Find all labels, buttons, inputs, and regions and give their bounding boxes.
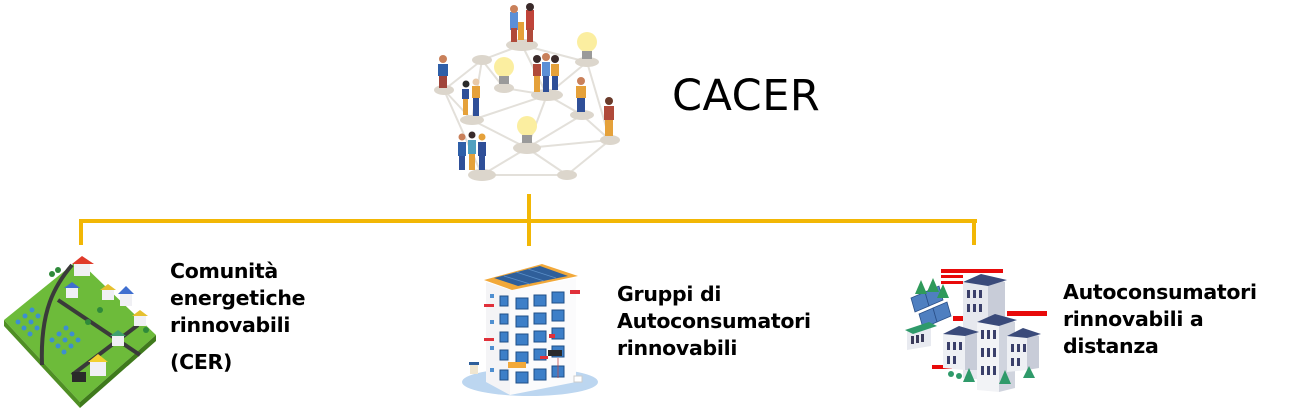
group-label-line-2: Autoconsumatori: [617, 309, 811, 333]
renewable-community-village-icon: [4, 256, 156, 408]
remote-label-line-3: distanza: [1063, 334, 1159, 358]
cer-label-line-3: rinnovabili: [170, 313, 291, 337]
community-network-icon: [434, 3, 620, 181]
remote-buildings-solar-icon: [905, 269, 1047, 392]
connector-left-drop: [79, 219, 83, 245]
remote-label-line-2: rinnovabili a: [1063, 307, 1204, 331]
group-label: Gruppi di Autoconsumatori rinnovabili: [617, 281, 811, 362]
cer-label: Comunità energetiche rinnovabili (CER): [170, 258, 306, 376]
cer-label-line-1: Comunità: [170, 259, 278, 283]
connector-horizontal-bar: [79, 219, 977, 223]
root-title: CACER: [672, 71, 821, 121]
group-label-line-1: Gruppi di: [617, 282, 722, 306]
remote-label-line-1: Autoconsumatori: [1063, 280, 1257, 304]
cer-label-line-2: energetiche: [170, 286, 306, 310]
cer-acronym: (CER): [170, 350, 233, 374]
apartment-building-solar-icon: [462, 264, 598, 396]
group-label-line-3: rinnovabili: [617, 336, 738, 360]
connector-right-drop: [972, 219, 976, 245]
remote-label: Autoconsumatori rinnovabili a distanza: [1063, 279, 1257, 360]
